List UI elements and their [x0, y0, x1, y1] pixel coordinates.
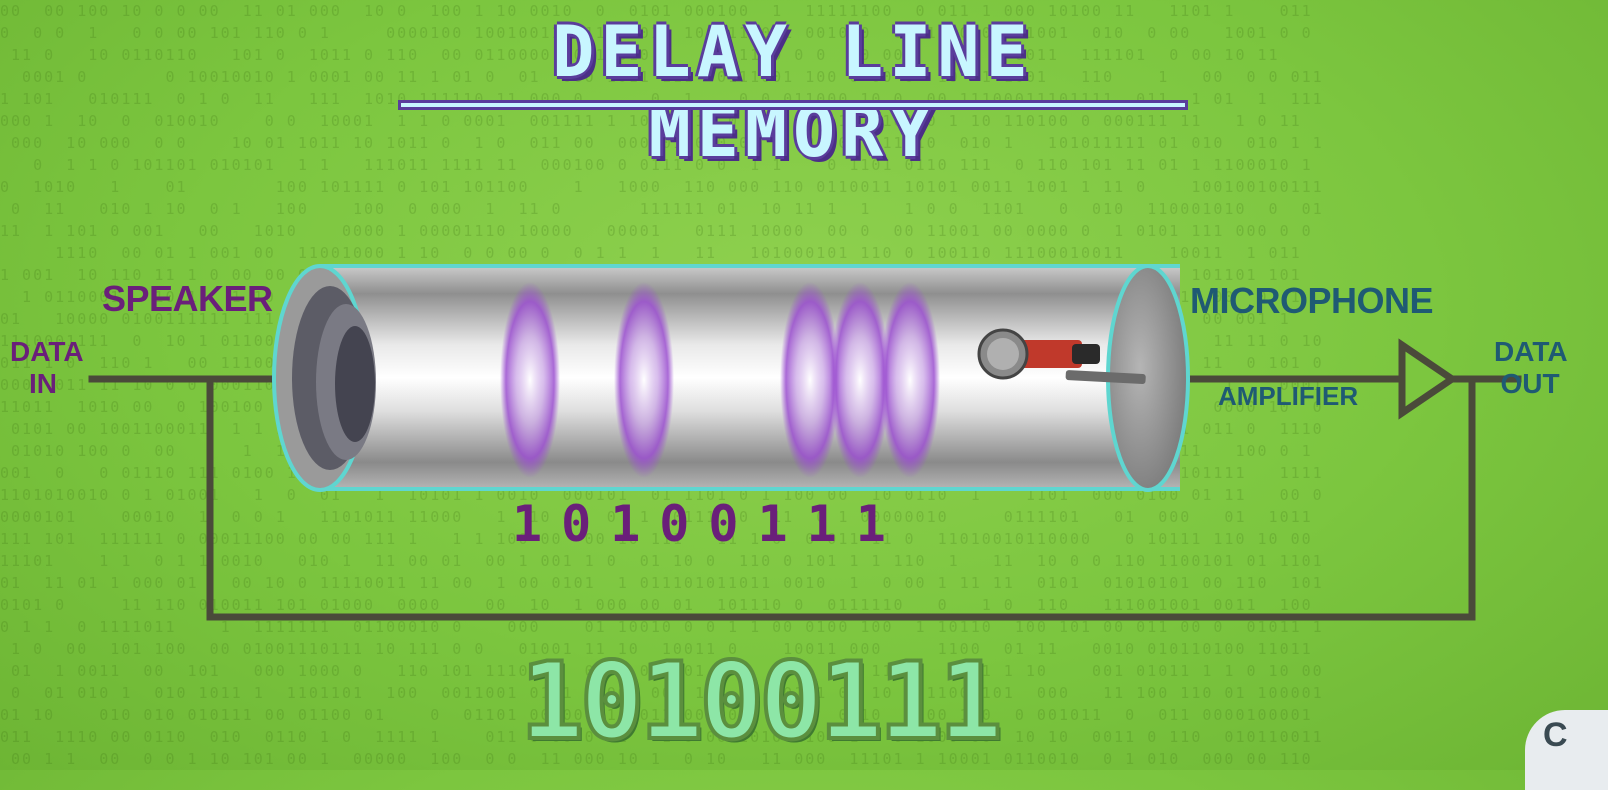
data-out-label-line1: DATA — [1494, 336, 1568, 367]
data-in-label: DATA IN — [10, 336, 84, 400]
data-in-label-line1: DATA — [10, 336, 84, 367]
microphone-icon — [977, 328, 1146, 385]
feedback-wire — [206, 375, 1476, 621]
delay-line-diagram — [88, 264, 1522, 621]
data-out-label-line2: OUT — [1500, 368, 1560, 399]
wire-loop — [88, 375, 1522, 621]
sound-pulse — [500, 282, 560, 478]
sound-pulses — [500, 282, 940, 478]
tube-bit-sequence: 10100111 — [512, 495, 905, 553]
data-in-label-line2: IN — [29, 368, 57, 399]
sound-pulse — [614, 282, 674, 478]
title-block: DELAY LINE MEMORY — [398, 12, 1188, 172]
tube-body — [320, 267, 1180, 489]
data-out-label: DATA OUT — [1494, 336, 1568, 400]
stored-bit-sequence: 10100111 — [518, 638, 1005, 765]
title-underline — [398, 100, 1188, 110]
channel-badge: C — [1525, 710, 1608, 790]
mercury-tube — [272, 264, 1190, 492]
amplifier-symbol — [1398, 338, 1459, 420]
amplifier-label: AMPLIFIER — [1218, 381, 1359, 411]
speaker-icon — [292, 286, 376, 470]
sound-pulse — [780, 282, 840, 478]
sound-pulse — [880, 282, 940, 478]
channel-badge-letter: C — [1543, 716, 1568, 754]
speaker-label: SPEAKER — [102, 278, 273, 319]
microphone-label: MICROPHONE — [1190, 280, 1434, 321]
sound-pulse — [830, 282, 890, 478]
